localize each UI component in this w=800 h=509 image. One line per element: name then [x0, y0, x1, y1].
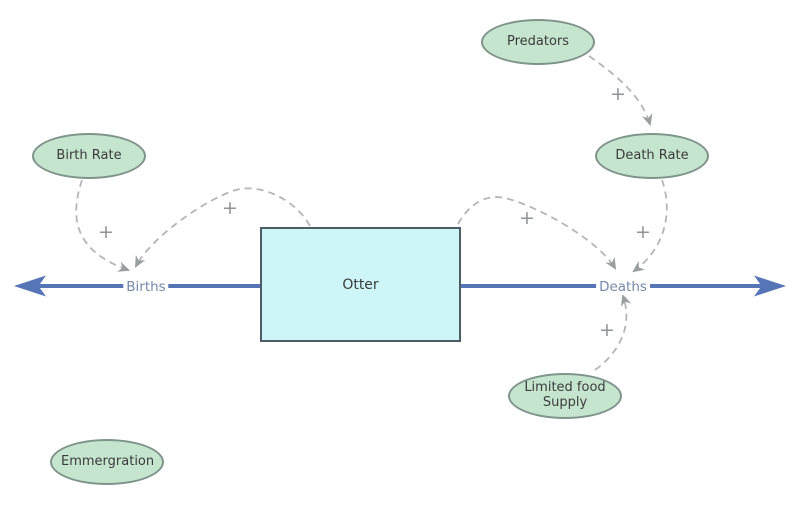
sign-otter-births: + — [222, 197, 238, 219]
flow-arrowhead-right — [754, 275, 786, 297]
variable-limited-food-supply[interactable]: Limited food Supply — [508, 373, 622, 419]
variable-emmergration[interactable]: Emmergration — [50, 439, 164, 485]
sign-foodsupply-deaths: + — [599, 319, 615, 341]
variable-death-rate-label: Death Rate — [615, 147, 689, 163]
variable-birth-rate[interactable]: Birth Rate — [32, 133, 146, 179]
connector-foodsupply-to-deaths[interactable] — [594, 293, 632, 371]
flow-arrowhead-left — [14, 275, 46, 297]
flow-label-deaths[interactable]: Deaths — [596, 279, 650, 295]
variable-limited-food-supply-label: Limited food Supply — [524, 380, 606, 410]
variable-birth-rate-label: Birth Rate — [56, 147, 122, 163]
sign-deathrate-deaths: + — [635, 221, 651, 243]
connector-otter-to-births[interactable] — [134, 187, 311, 268]
variable-predators-label: Predators — [506, 33, 570, 49]
stock-otter[interactable]: Otter — [260, 227, 461, 342]
connector-otter-to-deaths[interactable] — [457, 196, 617, 270]
variable-death-rate[interactable]: Death Rate — [595, 133, 709, 179]
variable-emmergration-label: Emmergration — [61, 453, 155, 469]
variable-predators[interactable]: Predators — [481, 19, 595, 65]
sign-otter-deaths: + — [519, 207, 535, 229]
connector-birthrate-to-births[interactable] — [75, 179, 131, 272]
sign-predators-deathrate: + — [610, 83, 626, 105]
connector-deathrate-to-deaths[interactable] — [632, 179, 668, 273]
stock-otter-label: Otter — [342, 276, 379, 293]
flow-label-births[interactable]: Births — [123, 279, 169, 295]
sign-birthrate-births: + — [98, 221, 114, 243]
